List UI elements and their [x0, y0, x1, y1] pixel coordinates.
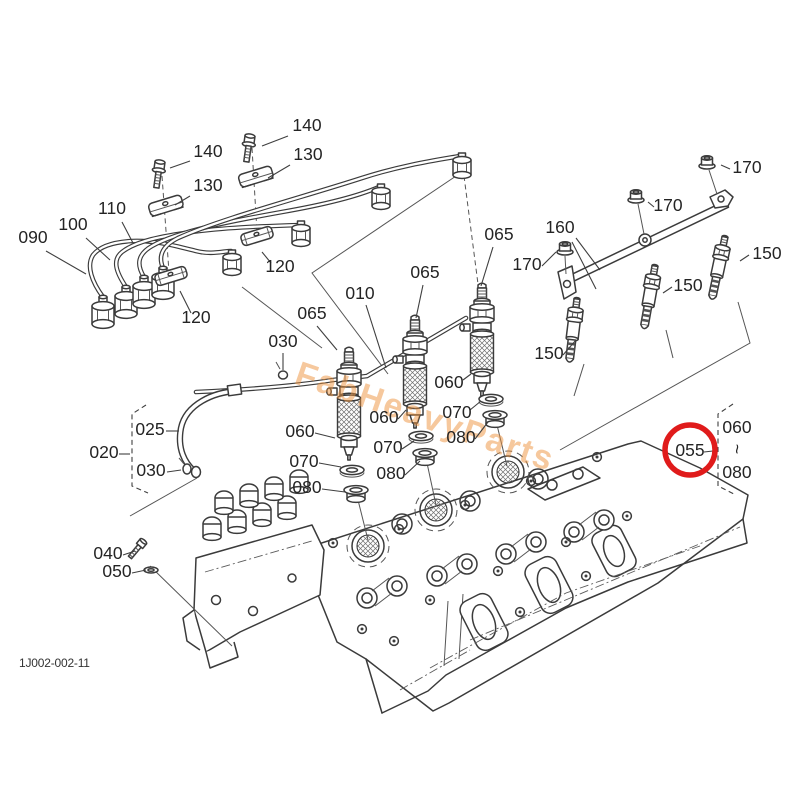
- label-leader-lines: [45, 135, 750, 574]
- pipe-clip: [275, 361, 289, 380]
- label-065-left: 065: [297, 303, 326, 323]
- injection-pipe: [137, 184, 382, 280]
- exhaust-port: [524, 555, 574, 615]
- label-070-middle: 070: [373, 437, 402, 457]
- pipe-nut: [222, 249, 242, 277]
- label-030-pipe: 030: [268, 331, 297, 351]
- projection-lines: [129, 147, 751, 647]
- label-055-highlighted: 055: [675, 440, 704, 460]
- label-170-right: 170: [732, 157, 761, 177]
- label-140-upper: 140: [292, 115, 321, 135]
- glow-plug: [703, 233, 734, 302]
- glow-plug-busbar: [557, 189, 734, 300]
- label-010: 010: [345, 283, 374, 303]
- label-060-right: 060: [434, 372, 463, 392]
- label-150-lower: 150: [534, 343, 563, 363]
- label-130-lower: 130: [193, 175, 222, 195]
- pipe-nut: [91, 294, 115, 330]
- joint-bolt-drawing: [127, 537, 148, 560]
- highlight-circle-055: [662, 422, 718, 478]
- label-range-to: 080: [722, 462, 751, 482]
- terminal-nut: [556, 241, 574, 256]
- label-065-middle: 065: [410, 262, 439, 282]
- drawing-number: 1J002-002-11: [19, 656, 90, 670]
- clamp-bolt: [239, 132, 258, 164]
- injector-heat-seal: [412, 447, 438, 467]
- label-050: 050: [102, 561, 131, 581]
- exhaust-port: [459, 592, 509, 652]
- label-060-middle: 060: [369, 407, 398, 427]
- label-090: 090: [18, 227, 47, 247]
- label-070-left: 070: [289, 451, 318, 471]
- label-range-tilde: ~: [727, 444, 747, 454]
- overflow-pipe-drawing: [176, 315, 469, 479]
- injectors-drawing: [326, 282, 508, 541]
- label-120-right: 120: [265, 256, 294, 276]
- label-130-upper: 130: [293, 144, 322, 164]
- bolt-washer-drawing: [143, 566, 159, 574]
- injection-pump-drawing: [182, 469, 325, 669]
- label-140-lower: 140: [193, 141, 222, 161]
- label-080-middle: 080: [376, 463, 405, 483]
- cylinder-head-drawing: [299, 440, 749, 714]
- pipe-clamp-upper: [236, 164, 275, 189]
- label-160: 160: [545, 217, 574, 237]
- label-070-right: 070: [442, 402, 471, 422]
- label-100: 100: [58, 214, 87, 234]
- pipe-nut: [371, 183, 391, 211]
- injector-washer: [478, 393, 504, 407]
- label-025: 025: [135, 419, 164, 439]
- label-150-middle: 150: [673, 275, 702, 295]
- glow-plug-assembly-drawing: [556, 155, 734, 364]
- injector-heat-seal: [343, 484, 369, 504]
- label-170-left: 170: [512, 254, 541, 274]
- terminal-nut: [698, 155, 716, 170]
- label-080-left: 080: [292, 477, 321, 497]
- label-030-hose: 030: [136, 460, 165, 480]
- label-120-left: 120: [181, 307, 210, 327]
- pipe-nut: [291, 220, 311, 248]
- hose-ferrule: [226, 383, 243, 397]
- label-110: 110: [98, 198, 126, 218]
- injection-pipe: [113, 222, 302, 290]
- pipe-nut: [452, 152, 472, 180]
- label-range-from: 060: [722, 417, 751, 437]
- label-170-middle: 170: [653, 195, 682, 215]
- pipe-clamp-upper: [146, 193, 185, 218]
- label-060-left: 060: [285, 421, 314, 441]
- injection-pipe: [158, 153, 463, 271]
- overflow-hose: [176, 387, 241, 479]
- lifting-bracket: [527, 466, 601, 501]
- label-020: 020: [89, 442, 118, 462]
- injection-pipes-drawing: [87, 132, 472, 330]
- glow-plug: [635, 262, 664, 331]
- group-bracket-055: [717, 403, 735, 495]
- hose-clip: [178, 457, 192, 475]
- label-150-right: 150: [752, 243, 781, 263]
- label-065-right: 065: [484, 224, 513, 244]
- label-080-right: 080: [446, 427, 475, 447]
- clamp-bolt: [149, 158, 168, 190]
- terminal-nut: [627, 189, 645, 204]
- group-bracket-020: [131, 404, 149, 494]
- label-040: 040: [93, 543, 122, 563]
- injector-washer: [339, 464, 365, 478]
